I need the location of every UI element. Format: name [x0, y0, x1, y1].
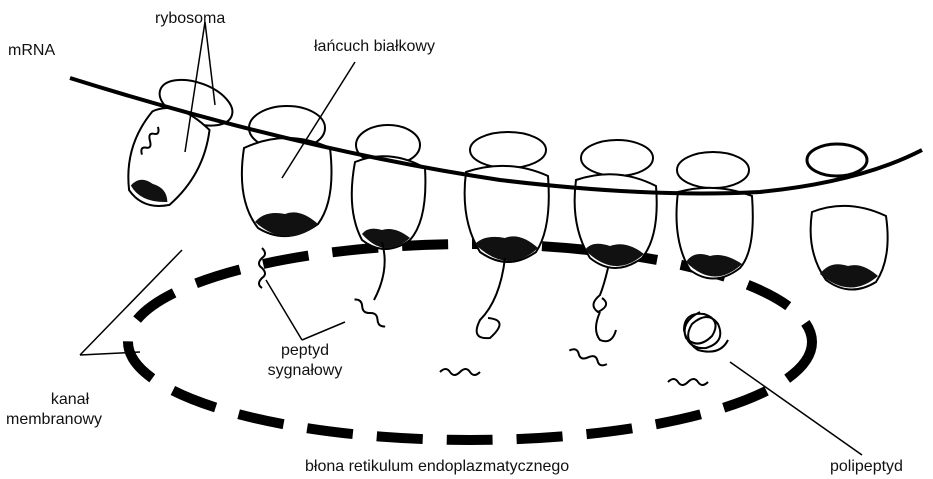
- signal-peptide-2: [350, 298, 390, 328]
- signal-peptide-4: [568, 348, 608, 367]
- label-rybosoma: rybosoma: [155, 10, 225, 28]
- label-kanal: kanał: [0, 391, 140, 409]
- label-mrna: mRNA: [8, 42, 55, 60]
- ribosome-5: [575, 140, 657, 268]
- leader-peptyd-a: [266, 280, 302, 340]
- label-peptyd: peptyd: [250, 342, 360, 360]
- ribosome-7: [807, 144, 888, 290]
- signal-peptide-5: [668, 379, 708, 385]
- polypeptide-coil: [684, 312, 728, 352]
- leader-kanal-a: [80, 250, 182, 355]
- chain-5: [593, 268, 616, 341]
- label-polipeptyd: polipeptyd: [830, 458, 903, 476]
- label-lancuch-bialkowy: łańcuch białkowy: [314, 38, 435, 56]
- ribosome-1: [116, 69, 239, 221]
- signal-peptide-1: [259, 248, 265, 288]
- chain-4: [477, 258, 505, 338]
- signal-peptide-3: [440, 369, 480, 375]
- ribosome-6: [677, 152, 753, 279]
- label-membranowy: membranowy: [6, 411, 102, 429]
- label-sygnalowy: sygnałowy: [250, 362, 360, 380]
- ribosome-4: [465, 132, 549, 262]
- leader-peptyd-b: [302, 322, 345, 340]
- ribosome-3: [352, 125, 426, 249]
- label-blona-retikulum: błona retikulum endoplazmatycznego: [305, 458, 569, 476]
